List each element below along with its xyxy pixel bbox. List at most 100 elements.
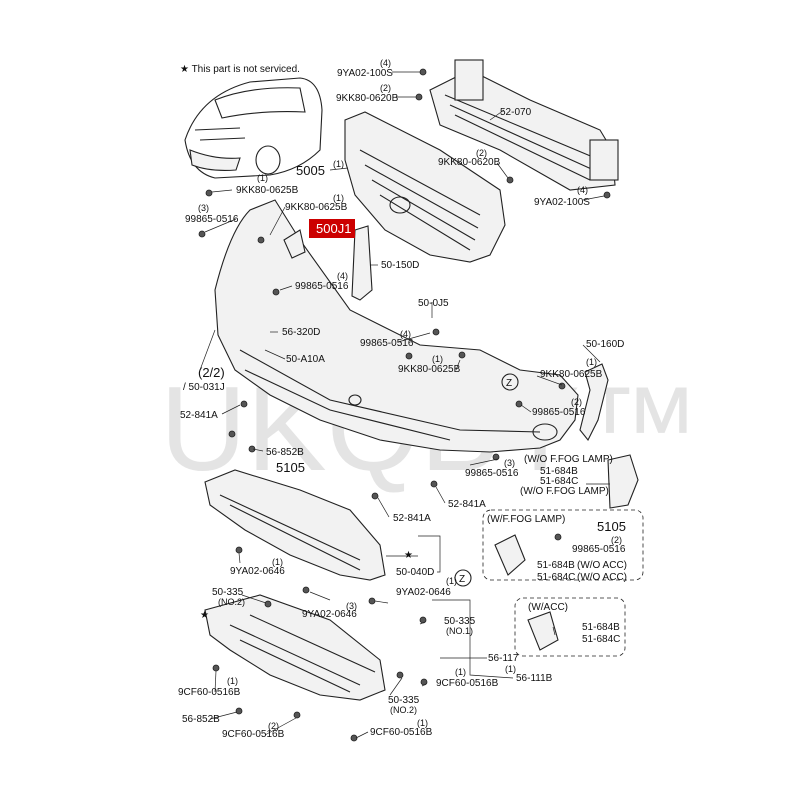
callout-label: 9KK80-0625B: [285, 202, 348, 213]
callout-label: 56-852B: [182, 714, 220, 725]
fog-w-c-note: (W/O ACC): [577, 572, 627, 583]
fog-wo-label: (W/O F.FOG LAMP): [524, 454, 613, 465]
acc-b: 51-684B: [582, 622, 620, 633]
callout-label: 52-841A: [448, 499, 486, 510]
callout-label: 5005: [296, 163, 325, 178]
callout-label: 9KK80-0620B: [438, 157, 501, 168]
front-grille-5005: [344, 111, 506, 263]
svg-text:Z: Z: [506, 378, 512, 389]
svg-text:Z: Z: [459, 574, 465, 585]
callout-label: 99865-0516: [360, 338, 414, 349]
acc-option-box: [514, 597, 626, 657]
callout-qty: (2): [268, 721, 279, 731]
callout-label: 52-841A: [393, 513, 431, 524]
callout-qty: (2): [380, 83, 391, 93]
callout-label: 9CF60-0516B: [436, 678, 499, 689]
acc-c: 51-684C: [582, 634, 620, 645]
fog-w-b: 51-684B: [537, 560, 575, 571]
callout-label: 9YA02-0646: [230, 566, 285, 577]
fog-w-bolt: 99865-0516: [572, 544, 626, 555]
callout-qty: (1): [227, 676, 238, 686]
acc-label: (W/ACC): [528, 602, 568, 613]
callout-qty: (1): [586, 357, 597, 367]
fog-bracket-with-fog: [494, 534, 526, 576]
bracket-50-160d: [579, 363, 609, 442]
callout-label: 52-841A: [180, 410, 218, 421]
fog-wo-c: 51-684C: [540, 476, 578, 487]
callout-labels: (4) 9YA02-100S (2) 9KK80-0620B 52-070 (2…: [178, 58, 624, 740]
callout-qty: (4): [380, 58, 391, 68]
callout-label: 9KK80-0625B: [236, 185, 299, 196]
callout-qty: (3): [198, 203, 209, 213]
bolt-group: [198, 68, 611, 742]
callout-label: 99865-0516: [465, 468, 519, 479]
callout-label: 9CF60-0516B: [370, 727, 433, 738]
fog-wo-b: 51-684B: [540, 466, 578, 477]
callout-label: 50-160D: [586, 339, 624, 350]
fog-w-b-note: (W/O ACC): [577, 560, 627, 571]
callout-label: / 50-031J: [183, 382, 225, 393]
highlight-label: 500J1: [316, 221, 351, 236]
callout-qty: (1): [417, 718, 428, 728]
callout-qty: (1): [333, 193, 344, 203]
callout-qty: (4): [577, 185, 588, 195]
callout-label: 50-335: [388, 695, 420, 706]
callout-label: 5105: [276, 460, 305, 475]
callout-qty: (4): [337, 271, 348, 281]
front-bumper-cover: [214, 199, 579, 453]
callout-qty: (2): [571, 397, 582, 407]
callout-label: (2/2): [198, 365, 225, 380]
callout-label: 52-070: [500, 107, 532, 118]
not-serviced-note: ★ This part is not serviced.: [180, 64, 300, 75]
fog-bracket-wo: [607, 454, 639, 509]
callout-label: 9YA02-0646: [396, 587, 451, 598]
callout-label: 50-335: [444, 616, 476, 627]
lower-deflector-50-040d: [204, 469, 386, 581]
callout-label: 50-335: [212, 587, 244, 598]
callout-label: 56-117: [488, 653, 519, 664]
callout-qty: (1): [455, 667, 466, 677]
leader-lines: [199, 71, 610, 739]
callout-qty: (3): [346, 601, 357, 611]
svg-text:★: ★: [200, 610, 209, 621]
callout-label: 9YA02-0646: [302, 609, 357, 620]
callout-label: 50-A10A: [286, 354, 325, 365]
callout-qty: (1): [272, 557, 283, 567]
bracket-50-150d: [351, 225, 373, 301]
callout-qty: (1): [432, 354, 443, 364]
bracket-500j1: [283, 229, 306, 259]
fog-option-box: [482, 509, 644, 581]
callout-label: 56-320D: [282, 327, 320, 338]
z-marker-lower: Z: [454, 569, 472, 587]
callout-label: 9KK80-0620B: [336, 93, 399, 104]
callout-qty: (1): [333, 159, 344, 169]
fog-w-c: 51-684C: [537, 572, 575, 583]
fog-w-bolt-qty: (2): [611, 535, 622, 545]
fog-wo-label2: (W/O F.FOG LAMP): [520, 486, 609, 497]
callout-qty: (2): [476, 148, 487, 158]
callout-label: 56-111B: [516, 673, 553, 684]
callout-qty: (1): [505, 664, 516, 674]
callout-label: 9CF60-0516B: [222, 729, 285, 740]
fog-lamp-labels: (W/O F.FOG LAMP) 51-684B 51-684C (W/O F.…: [487, 454, 627, 645]
callout-qty: (1): [257, 173, 268, 183]
highlight-box: [309, 219, 355, 238]
star-markers: ★ ★: [200, 550, 413, 621]
callout-label: 9CF60-0516B: [178, 687, 241, 698]
callout-label: 9KK80-0625B: [398, 364, 461, 375]
callout-qty: (1): [446, 576, 457, 586]
callout-qty: (4): [400, 329, 411, 339]
callout-label: 9KK80-0625B: [540, 369, 603, 380]
callout-qty: (NO.1): [446, 626, 473, 636]
svg-text:★: ★: [404, 550, 413, 561]
callout-label: 99865-0516: [185, 214, 239, 225]
callout-label: 99865-0516: [295, 281, 349, 292]
z-marker-upper: Z: [501, 373, 519, 391]
fog-w-label: (W/F.FOG LAMP): [487, 514, 565, 525]
callout-label: 50-150D: [381, 260, 419, 271]
fog-w-5105: 5105: [597, 519, 626, 534]
callout-qty: (NO.2): [218, 597, 245, 607]
callout-label: 99865-0516: [532, 407, 586, 418]
callout-qty: (3): [504, 458, 515, 468]
